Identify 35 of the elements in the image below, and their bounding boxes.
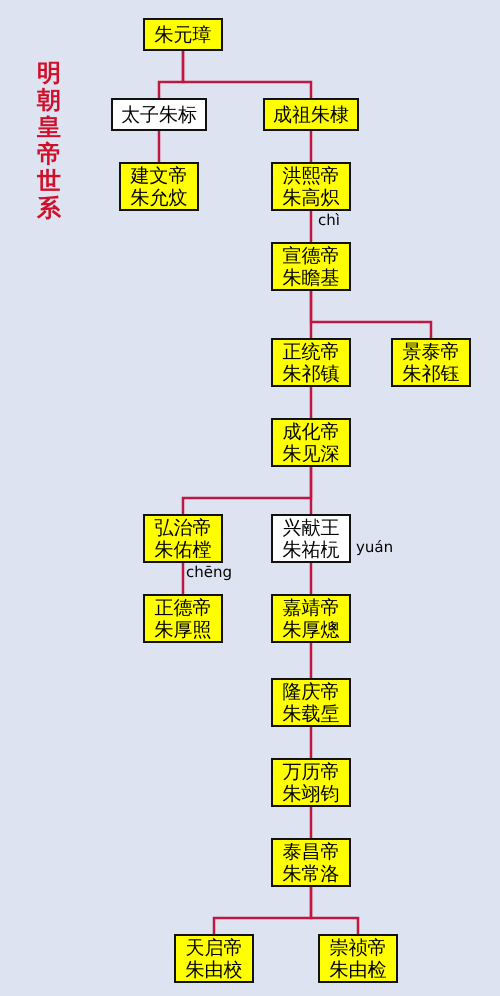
connector-line xyxy=(310,727,312,758)
name-box: 嘉靖帝 朱厚熜 xyxy=(271,594,351,643)
name-box: 成化帝 朱见深 xyxy=(271,418,351,467)
pinyin-text: yuán xyxy=(356,538,394,556)
connector-line xyxy=(310,887,360,934)
name-box: 洪熙帝 朱高炽 xyxy=(271,162,351,211)
connector-line xyxy=(182,51,312,98)
connector-line xyxy=(310,211,312,242)
name-box: 太子朱标 xyxy=(111,98,207,131)
pinyin-text: chì xyxy=(318,211,340,229)
name-box: 隆庆帝 朱载垕 xyxy=(271,678,351,727)
connector-line xyxy=(182,563,184,594)
connector-line xyxy=(310,131,312,162)
name-box: 万历帝 朱翊钧 xyxy=(271,758,351,807)
name-box: 天启帝 朱由校 xyxy=(174,934,254,983)
connector-line xyxy=(310,807,312,838)
connector-line xyxy=(310,563,312,594)
connector-line xyxy=(310,291,432,338)
connector-line xyxy=(310,643,312,678)
pinyin-text: chēng xyxy=(186,563,232,581)
name-box: 崇祯帝 朱由检 xyxy=(318,934,398,983)
name-box: 朱元璋 xyxy=(143,18,223,51)
name-box: 宣德帝 朱瞻基 xyxy=(271,242,351,291)
name-box: 景泰帝 朱祁钰 xyxy=(391,338,471,387)
name-box: 建文帝 朱允炆 xyxy=(119,162,199,211)
name-box: 泰昌帝 朱常洛 xyxy=(271,838,351,887)
name-box: 弘治帝 朱佑樘 xyxy=(143,514,223,563)
connector-line xyxy=(310,387,312,418)
name-box: 正德帝 朱厚照 xyxy=(143,594,223,643)
connector-line xyxy=(158,131,160,162)
title: 明朝皇帝世系 xyxy=(36,60,62,222)
name-box: 正统帝 朱祁镇 xyxy=(271,338,351,387)
name-box: 成祖朱棣 xyxy=(263,98,359,131)
connector-line xyxy=(310,467,312,514)
name-box: 兴献王 朱祐杬 xyxy=(271,514,351,563)
